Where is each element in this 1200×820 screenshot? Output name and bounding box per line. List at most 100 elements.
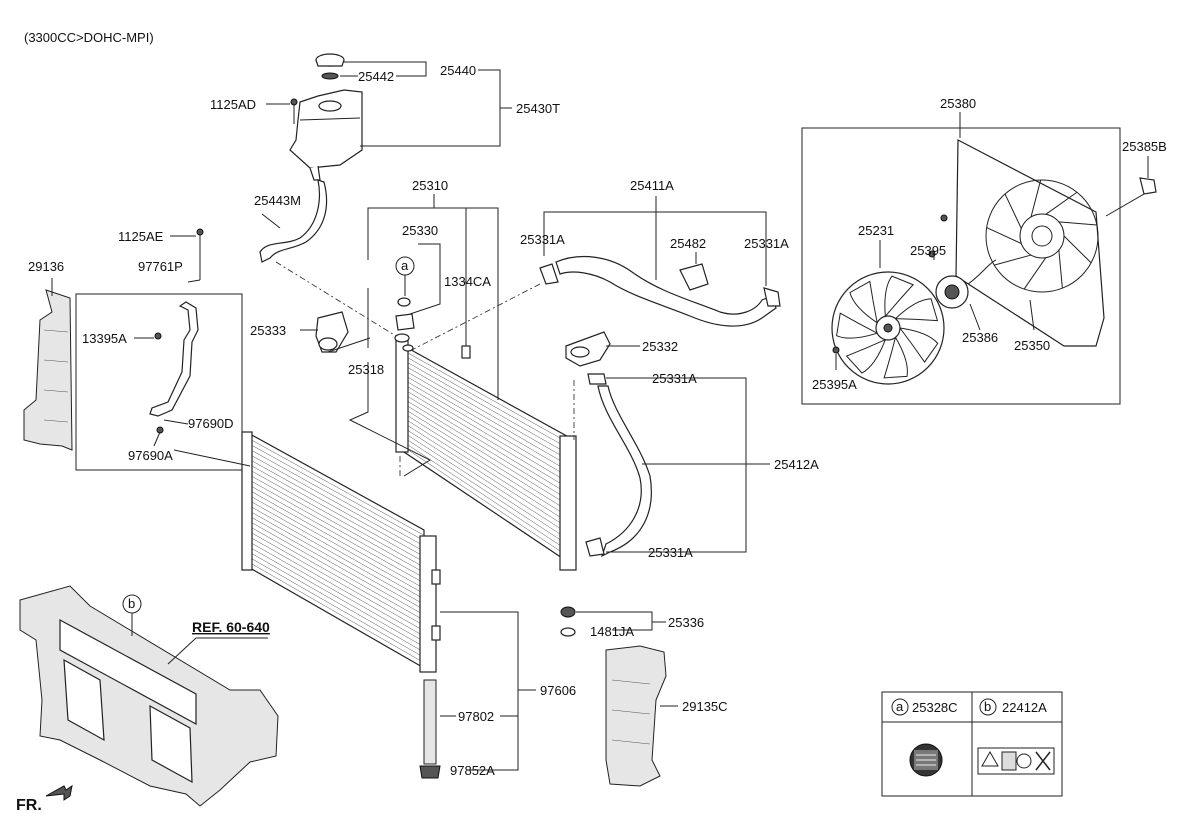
legend-table: a 25328C b 22412A: [881, 691, 1063, 797]
fin-line: [403, 437, 575, 550]
fin-line: [249, 475, 425, 573]
fin-line: [249, 562, 425, 663]
circle-ref-a: a: [401, 258, 409, 273]
fin-line: [403, 432, 575, 544]
label-25385B: 25385B: [1122, 139, 1167, 154]
fin-line: [403, 403, 575, 509]
label-25386: 25386: [962, 330, 998, 345]
condenser-core: [241, 431, 441, 779]
label-25336: 25336: [668, 615, 704, 630]
reference-note: REF. 60-640: [192, 619, 270, 635]
fin-line: [249, 526, 425, 626]
fin-line: [249, 438, 425, 536]
label-25482: 25482: [670, 236, 706, 251]
fin-line: [403, 369, 575, 469]
label-25395: 25395: [910, 243, 946, 258]
fin-line: [403, 442, 575, 555]
fin-line: [1058, 221, 1097, 226]
upper-hose-25411A: [539, 255, 781, 327]
fin-line: [403, 389, 575, 492]
callout-labels: 25440 25442 1125AD 25430T 25443M 1125AE …: [28, 63, 1167, 778]
fin-line: [403, 355, 575, 452]
fan-assembly: [801, 127, 1157, 405]
fan-blade: [898, 327, 939, 363]
label-1125AD: 1125AD: [210, 97, 256, 112]
label-25443M: 25443M: [254, 193, 301, 208]
fan-blade: [883, 336, 908, 379]
air-duct-29135C: [605, 645, 667, 787]
warning-label-icon: [977, 747, 1055, 775]
fin-line: [249, 459, 425, 557]
fin-line: [249, 454, 425, 552]
fin-line: [1004, 193, 1022, 229]
fin-line: [403, 374, 575, 475]
fin-line: [249, 511, 425, 610]
fin-line: [1030, 179, 1042, 218]
fin-line: [403, 427, 575, 538]
fan-blade: [849, 280, 878, 324]
label-25430T: 25430T: [516, 101, 560, 116]
label-25411A: 25411A: [630, 178, 674, 193]
front-direction-label: FR.: [16, 797, 42, 814]
label-13395A: 13395A: [82, 331, 127, 346]
fin-line: [249, 469, 425, 568]
label-25442: 25442: [358, 69, 394, 84]
label-25412A: 25412A: [774, 457, 819, 472]
label-1125AE: 1125AE: [118, 229, 164, 244]
fin-line: [249, 547, 425, 647]
fin-line: [403, 398, 575, 504]
fin-line: [403, 408, 575, 515]
fin-line: [249, 531, 425, 632]
label-97690A: 97690A: [128, 448, 173, 463]
fin-line: [1023, 257, 1047, 290]
label-97852A: 97852A: [450, 763, 495, 778]
fin-line: [403, 446, 575, 561]
fin-line: [1058, 250, 1063, 289]
label-1481JA: 1481JA: [590, 624, 634, 639]
reservoir-group: [259, 53, 363, 263]
label-25380: 25380: [940, 96, 976, 111]
fin-line: [403, 418, 575, 527]
fin-line: [249, 495, 425, 594]
label-97761P: 97761P: [138, 259, 183, 274]
fin-line: [249, 490, 425, 589]
label-25330: 25330: [402, 223, 438, 238]
label-29135C: 29135C: [682, 699, 728, 714]
front-carrier: [19, 585, 279, 807]
fin-line: [249, 480, 425, 578]
legend-a-letter: a: [896, 699, 904, 714]
radiator-core: [394, 333, 577, 571]
callout-lines: [51, 61, 1149, 771]
fin-line: [249, 542, 425, 642]
label-97802: 97802: [458, 709, 494, 724]
fin-line: [249, 500, 425, 600]
fan-blade: [894, 298, 939, 322]
fin-line: [994, 254, 1032, 266]
legend-a-part: 25328C: [912, 700, 958, 715]
fin-line: [403, 365, 575, 464]
fin-line: [403, 360, 575, 458]
fin-line: [1063, 235, 1092, 264]
fin-line: [403, 422, 575, 532]
fin-line: [403, 350, 575, 446]
fan-blade: [884, 275, 914, 318]
label-25333: 25333: [250, 323, 286, 338]
legend-b-part: 22412A: [1002, 700, 1047, 715]
label-25395A: 25395A: [812, 377, 857, 392]
lower-hose-25412A: [585, 373, 652, 558]
label-25332: 25332: [642, 339, 678, 354]
engine-note: (3300CC>DOHC-MPI): [24, 30, 154, 45]
fin-line: [249, 516, 425, 616]
fin-line: [403, 393, 575, 498]
label-25331A-upper-left: 25331A: [520, 232, 565, 247]
label-25318: 25318: [348, 362, 384, 377]
pipe-group: [75, 228, 243, 471]
label-97690D: 97690D: [188, 416, 234, 431]
fin-line: [249, 449, 425, 547]
fin-line: [403, 384, 575, 487]
fin-line: [249, 552, 425, 653]
fan-blade: [836, 312, 879, 339]
label-97606: 97606: [540, 683, 576, 698]
fin-line: [249, 521, 425, 621]
